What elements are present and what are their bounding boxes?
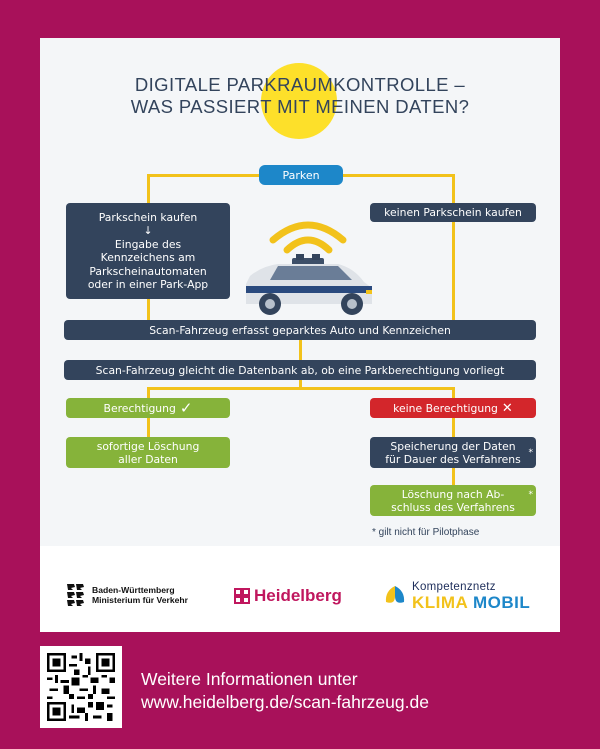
delete-after-line-1: Löschung nach Ab-	[401, 487, 505, 501]
logo-baden-wuerttemberg: Baden-Württemberg Ministerium für Verkeh…	[64, 581, 188, 609]
check-icon: ✓	[179, 398, 193, 417]
buy-ticket-box: Parkschein kaufen ↓ Eingabe des Kennzeic…	[66, 203, 230, 299]
connector-center-2	[299, 379, 302, 389]
more-info-text: Weitere Informationen unter www.heidelbe…	[141, 668, 429, 714]
logo-band	[40, 546, 560, 632]
qr-code-icon	[47, 653, 115, 721]
title-line-1: DIGITALE PARKRAUMKONTROLLE –	[134, 74, 466, 95]
connector-right-top	[452, 174, 455, 204]
delete-after-star: *	[528, 490, 534, 500]
store-data-star: *	[528, 448, 534, 458]
delete-after-line-2: schluss des Verfahrens	[391, 500, 515, 514]
km-mobil: MOBIL	[472, 592, 531, 612]
title-line-2: WAS PASSIERT MIT MEINEN DATEN?	[130, 96, 470, 117]
buy-ticket-line-5: oder in einer Park-App	[87, 278, 209, 291]
no-ticket-box: keinen Parkschein kaufen	[370, 203, 536, 222]
bw-line-1: Baden-Württemberg	[92, 585, 175, 595]
buy-ticket-line-4: Parkscheinautomaten	[89, 264, 207, 278]
store-data-line-2: für Dauer des Verfahrens	[385, 452, 521, 466]
more-info-url[interactable]: www.heidelberg.de/scan-fahrzeug.de	[141, 692, 429, 712]
title-sun-circle	[261, 63, 337, 139]
authorized-label: Berechtigung	[103, 401, 176, 415]
km-klima: KLIMA	[412, 592, 468, 612]
connector-left-top	[147, 174, 150, 204]
connector-left-mid	[147, 298, 150, 321]
store-data-line-1: Speicherung der Daten	[390, 439, 516, 453]
x-icon: ✕	[501, 400, 513, 416]
klima-mobil-leaf-icon	[385, 586, 405, 603]
logo-heidelberg: Heidelberg	[234, 585, 342, 607]
store-data-box: Speicherung der Daten für Dauer des Verf…	[370, 437, 536, 468]
scan-capture-box: Scan-Fahrzeug erfasst geparktes Auto und…	[64, 320, 536, 340]
delete-now-box: sofortige Löschung aller Daten	[66, 437, 230, 468]
buy-ticket-line-3: Kennzeichens am	[100, 251, 196, 264]
connector-right-mid	[452, 221, 455, 321]
footnote: * gilt nicht für Pilotphase	[372, 527, 480, 538]
bw-lions-icon	[67, 584, 84, 606]
connector-right-down	[452, 387, 455, 399]
page-title: DIGITALE PARKRAUMKONTROLLE – WAS PASSIER…	[80, 74, 520, 118]
connector-right-bottom-2	[452, 467, 455, 486]
connector-center-1	[299, 339, 302, 361]
delete-now-line-1: sofortige Löschung	[96, 439, 200, 453]
start-parken: Parken	[259, 165, 343, 185]
connector-left-down	[147, 387, 150, 399]
buy-ticket-line-2: Eingabe des	[114, 237, 182, 251]
connector-left-bottom	[147, 417, 150, 438]
not-authorized-label: keine Berechtigung	[393, 401, 498, 415]
delete-now-line-2: aller Daten	[118, 452, 178, 466]
more-info-line-1: Weitere Informationen unter	[141, 669, 358, 689]
bw-line-2: Ministerium für Verkehr	[92, 595, 188, 605]
logo-kompetenznetz: Kompetenznetz KLIMA MOBIL	[382, 579, 530, 613]
scan-compare-box: Scan-Fahrzeug gleicht die Datenbank ab, …	[64, 360, 536, 380]
not-authorized-box: keine Berechtigung ✕	[370, 398, 536, 418]
qr-code[interactable]	[40, 646, 122, 728]
down-arrow-icon: ↓	[143, 224, 153, 237]
scan-car-illustration	[246, 221, 372, 315]
connector-right-bottom-1	[452, 417, 455, 438]
heidelberg-emblem-icon	[234, 588, 250, 604]
buy-ticket-line-1: Parkschein kaufen	[98, 210, 198, 224]
delete-after-box: Löschung nach Ab- schluss des Verfahrens…	[370, 485, 536, 516]
heidelberg-wordmark: Heidelberg	[254, 586, 342, 605]
km-line-1: Kompetenznetz	[412, 580, 496, 593]
authorized-box: Berechtigung ✓	[66, 398, 230, 418]
